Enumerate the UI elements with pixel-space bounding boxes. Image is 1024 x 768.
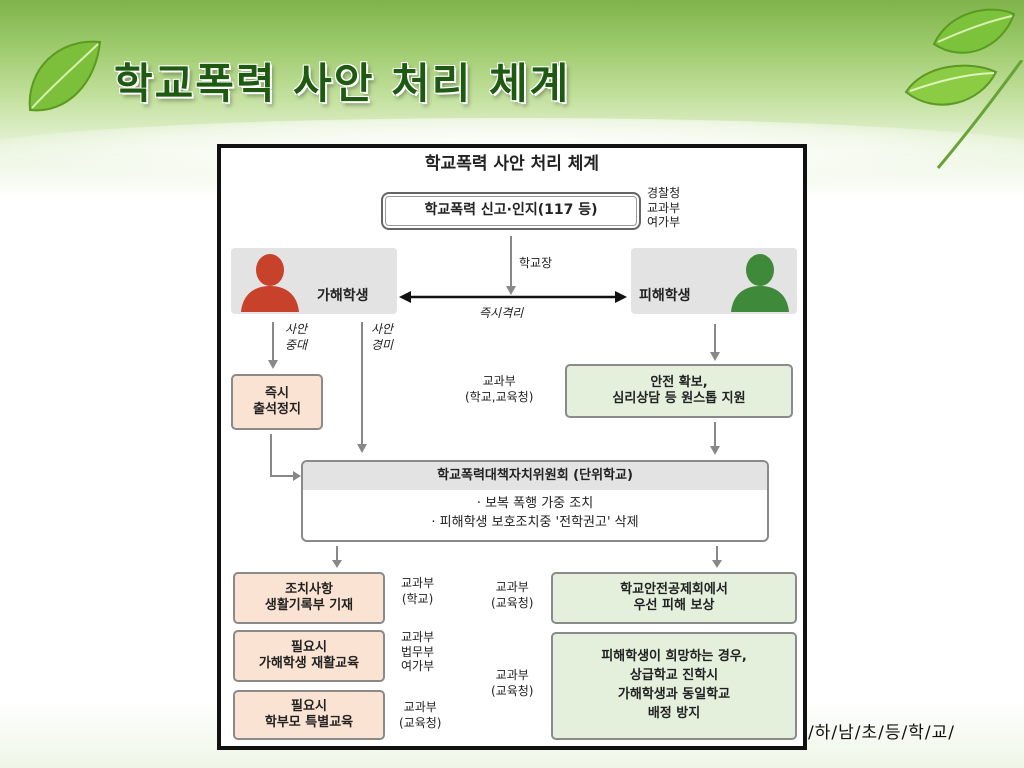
measure-line: 생활기록부 기재 [264, 598, 354, 613]
slide-title: 학교폭력 사안 처리 체계 [114, 59, 571, 108]
committee-title: 학교폭력대책자치위원회 (단위학교) [303, 462, 767, 490]
offender-person-icon [241, 254, 299, 312]
suspension-line: 즉시 [265, 385, 289, 401]
agency-line: (교육청) [491, 683, 534, 698]
arrow-victim-safety-head [710, 352, 720, 361]
measure-line: 가해학생 재활교육 [258, 656, 360, 671]
suspension-line: 출석정지 [253, 402, 301, 417]
measure-line: 필요시 [291, 698, 327, 714]
safety-support-box: 안전 확보, 심리상담 등 원스톱 지원 [565, 364, 793, 418]
measure-line: 피해학생이 희망하는 경우, [601, 649, 747, 665]
committee-item: · 피해학생 보호조치중 '전학권고' 삭제 [431, 514, 639, 530]
arrow-report-down-head [506, 286, 516, 295]
committee-item: · 보복 폭행 가중 조치 [476, 496, 594, 511]
measure-line: 조치사항 [285, 581, 333, 597]
measure-line: 필요시 [291, 639, 327, 655]
victim-person-icon [731, 254, 789, 312]
measure-rehab-box: 필요시 가해학생 재활교육 [233, 630, 385, 682]
diagram-title: 학교폭력 사안 처리 체계 [424, 154, 600, 174]
report-agency: 교과부 [647, 200, 681, 215]
measure-line: 배정 방지 [647, 705, 701, 721]
arrow-separation-left-head [399, 291, 411, 303]
victim-label: 피해학생 [639, 288, 691, 304]
serious-case-line: 중대 [285, 337, 308, 352]
school-assignment-box: 피해학생이 희망하는 경우, 상급학교 진학시 가해학생과 동일학교 배정 방지 [551, 632, 797, 740]
report-box: 학교폭력 신고·인지(117 등) [381, 192, 641, 230]
agency-line: 법무부 [401, 644, 435, 659]
suspension-box: 즉시 출석정지 [231, 374, 323, 430]
diagram-canvas: 학교폭력 사안 처리 체계 학교폭력 신고·인지(117 등) 경찰청 교과부 … [221, 148, 803, 746]
arrow-safety-committee-head [710, 446, 720, 455]
leaf-right-bottom-icon [904, 64, 998, 106]
principal-label: 학교장 [519, 256, 553, 270]
measure-parent-box: 필요시 학부모 특별교육 [233, 690, 385, 740]
arrow-committee-left-head [332, 560, 342, 568]
agency-line: 교과부 [403, 700, 437, 714]
arrow-serious-head [268, 360, 278, 369]
branch-icon [936, 60, 1024, 169]
measure-line: 학교안전공제회에서 [620, 581, 728, 597]
report-agency: 여가부 [647, 215, 681, 230]
agency-line: 교과부 [495, 580, 529, 594]
agency-line: (학교) [401, 591, 434, 606]
arrow-committee-right-head [712, 560, 722, 568]
measure-parent-agency: 교과부 (교육청) [399, 700, 441, 731]
measure-rehab-agency: 교과부 법무부 여가부 [401, 630, 434, 674]
measure-record-agency: 교과부 (학교) [401, 576, 434, 607]
safety-agency-line: (학교,교육청) [465, 389, 534, 404]
safety-agency: 교과부 (학교,교육청) [465, 374, 533, 405]
arrow-suspension-committee-head [293, 471, 301, 481]
report-agency: 경찰청 [647, 186, 681, 200]
safety-agency-line: 교과부 [482, 374, 516, 388]
serious-case-line: 사안 [285, 322, 308, 336]
measure-line: 가해학생과 동일학교 [617, 687, 731, 702]
arrow-separation-right-head [615, 291, 627, 303]
committee-box: 학교폭력대책자치위원회 (단위학교) · 보복 폭행 가중 조치 · 피해학생 … [301, 460, 769, 542]
agency-line: (교육청) [491, 595, 534, 610]
measure-line: 우선 피해 보상 [633, 598, 715, 613]
safety-support-line: 심리상담 등 원스톱 지원 [612, 391, 746, 406]
footer-school-name: /하/남/초/등/학/교/ [808, 723, 955, 743]
measure-line: 상급학교 진학시 [629, 668, 719, 684]
measure-line: 학부모 특별교육 [264, 715, 354, 730]
agency-line: 여가부 [401, 659, 435, 674]
compensation-box: 학교안전공제회에서 우선 피해 보상 [551, 572, 797, 624]
compensation-agency: 교과부 (교육청) [491, 580, 533, 611]
minor-case-line: 경미 [371, 337, 394, 352]
agency-line: 교과부 [401, 576, 435, 590]
serious-case-label: 사안 중대 [285, 322, 307, 353]
minor-case-line: 사안 [371, 322, 394, 336]
safety-support-line: 안전 확보, [650, 374, 708, 390]
minor-case-label: 사안 경미 [371, 322, 393, 353]
separation-label: 즉시격리 [479, 306, 524, 320]
agency-line: 교과부 [495, 668, 529, 682]
measure-record-box: 조치사항 생활기록부 기재 [233, 572, 385, 624]
leaf-right-top-icon [932, 8, 1016, 54]
report-agencies: 경찰청 교과부 여가부 [647, 186, 680, 230]
agency-line: (교육청) [399, 715, 442, 730]
school-assignment-agency: 교과부 (교육청) [491, 668, 533, 699]
leaf-left-icon [28, 40, 102, 112]
offender-label: 가해학생 [317, 288, 369, 304]
arrow-suspension-committee [270, 434, 295, 477]
agency-line: 교과부 [401, 630, 435, 644]
flow-connectors [268, 236, 722, 568]
arrow-minor-head [357, 444, 367, 453]
diagram-frame: 학교폭력 사안 처리 체계 학교폭력 신고·인지(117 등) 경찰청 교과부 … [217, 144, 807, 750]
